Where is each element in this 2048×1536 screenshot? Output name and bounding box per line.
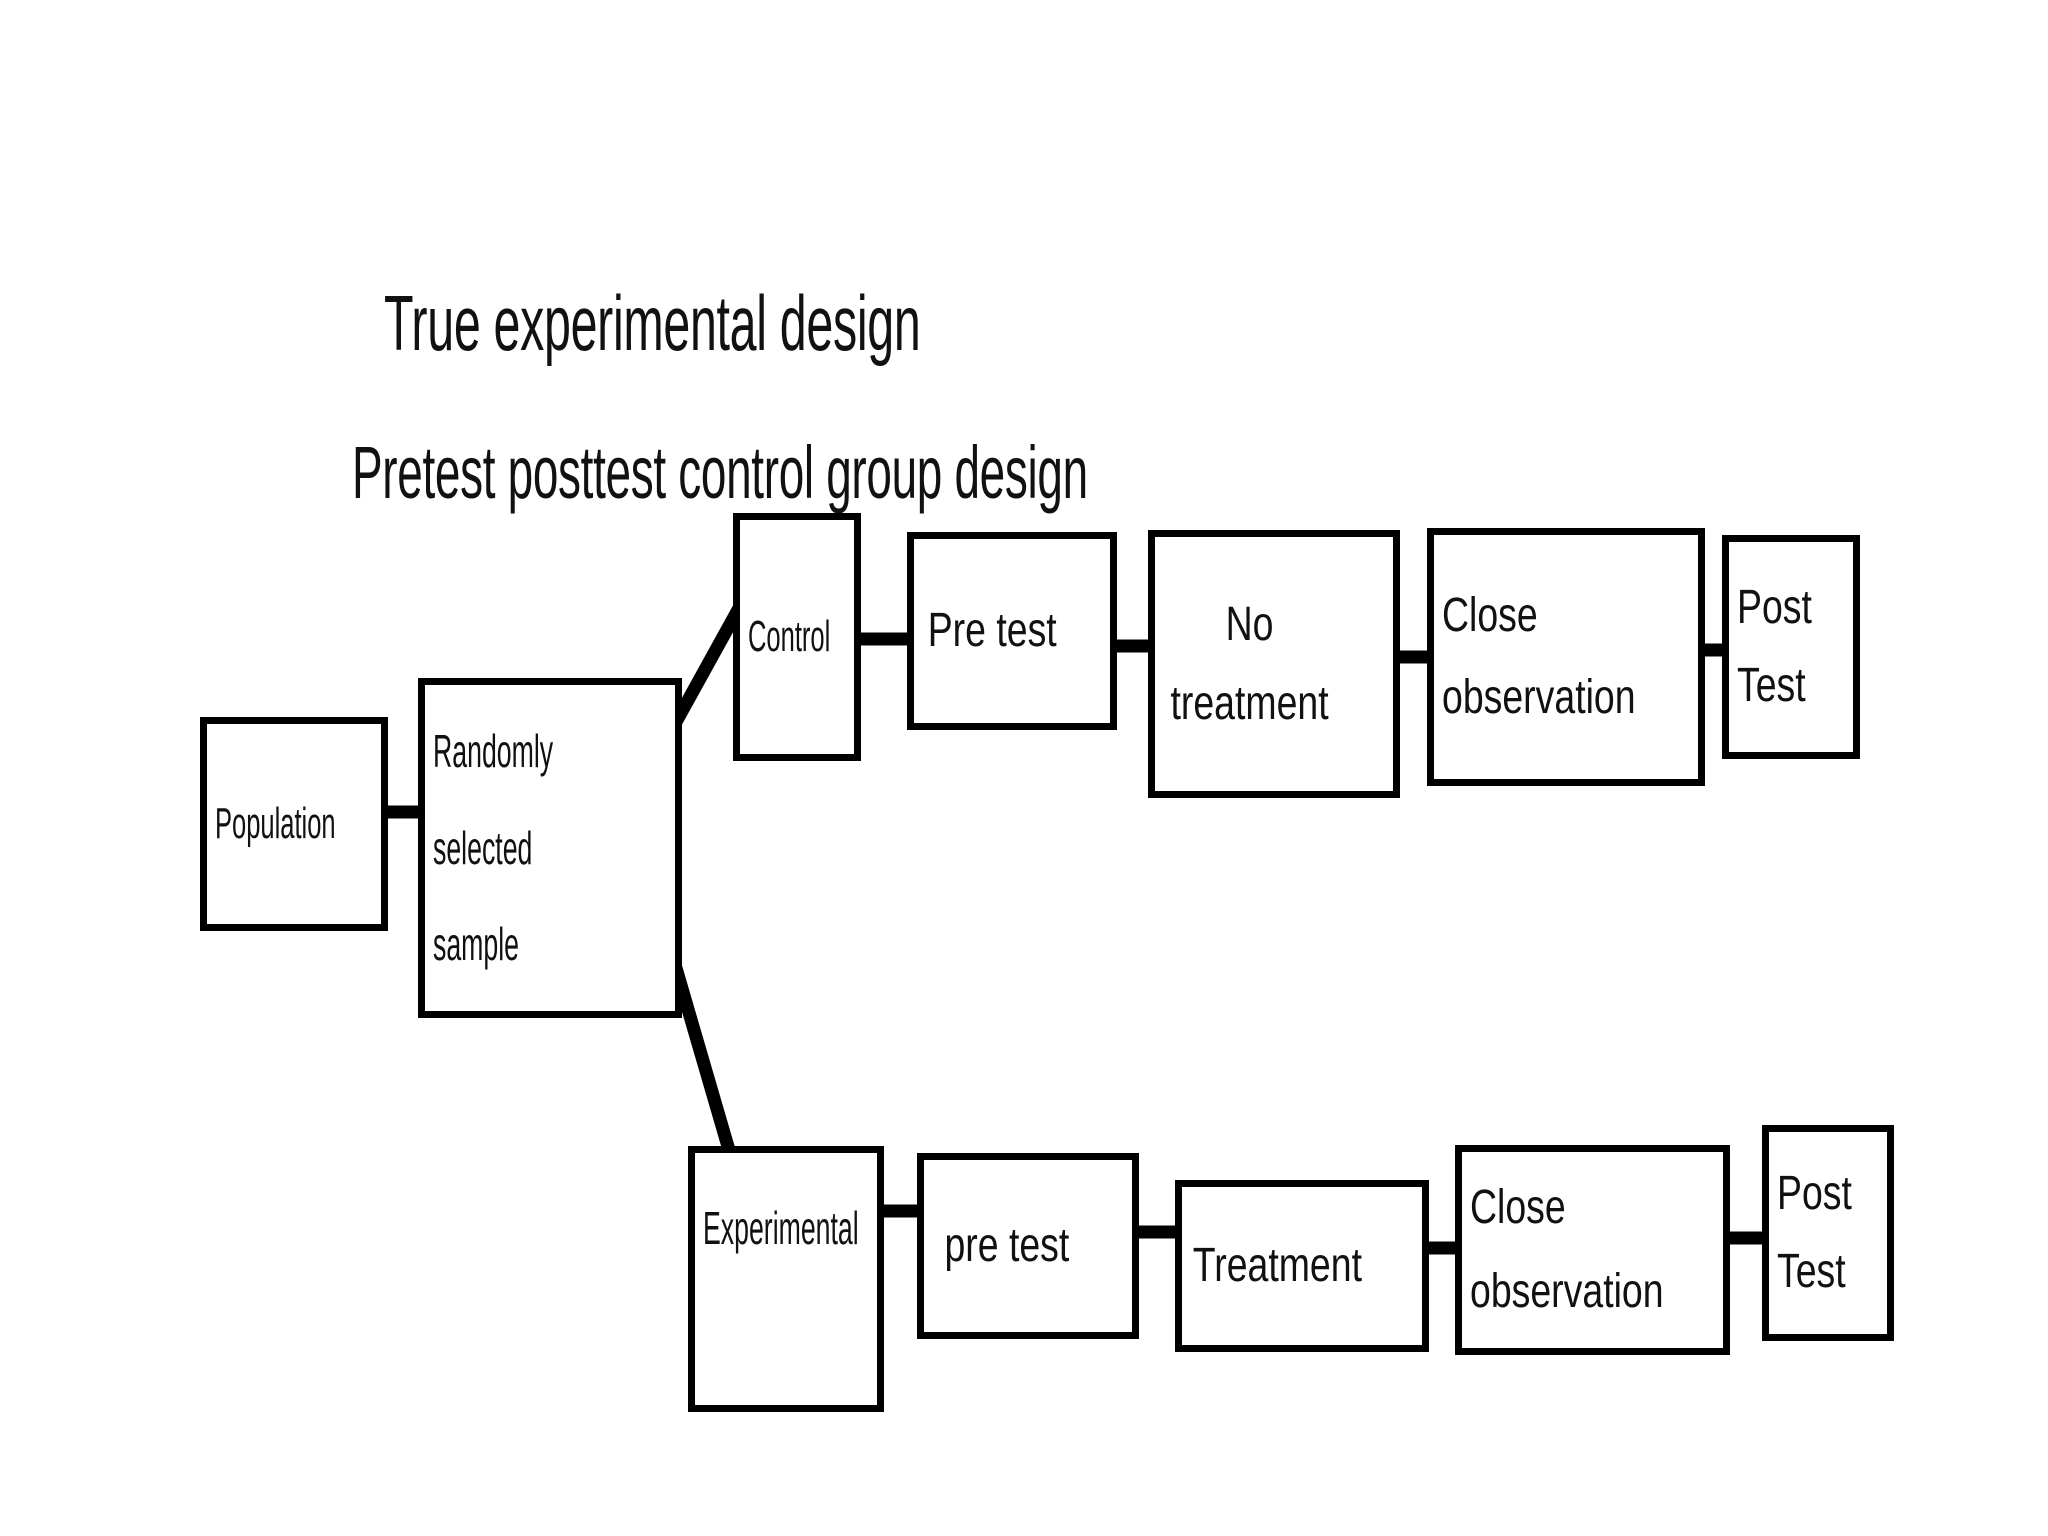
edge-sample-control (670, 604, 745, 726)
node-control-posttest-label: Post Test (1737, 581, 1812, 712)
node-no-treatment[interactable]: No treatment (1148, 530, 1400, 798)
node-exp-posttest[interactable]: Post Test (1762, 1125, 1894, 1341)
node-exp-pretest[interactable]: pre test (917, 1153, 1139, 1339)
node-population-label: Population (215, 799, 336, 849)
node-population[interactable]: Population (200, 717, 388, 931)
node-control-label: Control (748, 612, 831, 662)
node-exp-observation-label: Close observation (1470, 1181, 1664, 1318)
node-exp-pretest-label: pre test (944, 1218, 1070, 1272)
node-treatment[interactable]: Treatment (1175, 1180, 1429, 1352)
node-sample[interactable]: Randomly selected sample (418, 678, 682, 1018)
node-exp-observation[interactable]: Close observation (1455, 1145, 1730, 1355)
node-control-pretest-label: Pre test (927, 603, 1057, 657)
node-experimental[interactable]: Experimental (688, 1146, 884, 1412)
node-control-posttest[interactable]: Post Test (1722, 535, 1860, 759)
design-subtitle: Pretest posttest control group design (352, 431, 1088, 514)
node-treatment-label: Treatment (1192, 1238, 1362, 1292)
node-control[interactable]: Control (733, 513, 861, 761)
node-no-treatment-label: No treatment (1170, 597, 1329, 730)
page-title: True experimental design (384, 279, 921, 367)
node-experimental-label: Experimental (703, 1202, 859, 1254)
node-control-pretest[interactable]: Pre test (907, 532, 1117, 730)
node-control-observation-label: Close observation (1442, 589, 1636, 724)
node-sample-label: Randomly selected sample (433, 725, 554, 971)
node-control-observation[interactable]: Close observation (1427, 528, 1705, 786)
node-exp-posttest-label: Post Test (1777, 1167, 1852, 1298)
edge-sample-experimental (669, 966, 736, 1152)
